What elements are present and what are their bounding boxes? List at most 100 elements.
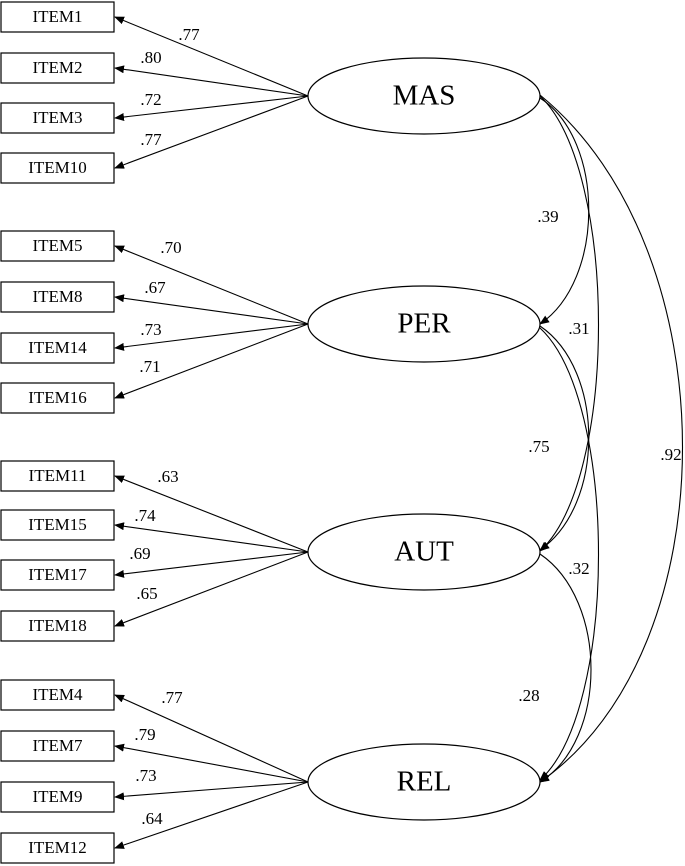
indicator-rect [0, 152, 115, 184]
loading-arrow-item7 [114, 743, 309, 783]
correlation-label-per-rel: .32 [568, 559, 589, 578]
loading-arrow-item3 [114, 95, 309, 121]
indicator-rect [0, 610, 115, 642]
indicator-box-item4: ITEM4 [0, 679, 115, 711]
loading-arrow-item16 [114, 323, 309, 399]
indicator-box-item8: ITEM8 [0, 281, 115, 313]
loading-label-item16: .71 [139, 357, 160, 376]
loading-arrow-item9 [114, 781, 309, 801]
loading-arrow-item12 [114, 781, 309, 849]
indicator-rect [0, 559, 115, 591]
indicator-box-item14: ITEM14 [0, 332, 115, 364]
factor-rel: REL [307, 743, 541, 821]
indicator-rect [0, 281, 115, 313]
correlation-arc-per-rel [530, 318, 599, 781]
indicator-rect [0, 332, 115, 364]
indicator-box-item2: ITEM2 [0, 52, 115, 84]
loading-label-item14: .73 [140, 320, 161, 339]
indicator-label: ITEM5 [32, 236, 82, 255]
factor-per: PER [307, 285, 541, 363]
indicator-label: ITEM10 [28, 158, 87, 177]
loading-arrow-item10 [114, 95, 309, 169]
factor-ellipse [307, 513, 541, 591]
correlation-arc-mas-rel [530, 86, 684, 783]
indicator-box-item9: ITEM9 [0, 781, 115, 813]
loading-label-item5: .70 [160, 238, 181, 257]
loading-label-item10: .77 [140, 130, 162, 149]
loading-arrow-item4 [114, 694, 309, 783]
indicator-rect [0, 1, 115, 33]
indicator-rect [0, 460, 115, 492]
indicator-label: ITEM12 [28, 838, 87, 857]
indicator-box-item16: ITEM16 [0, 382, 115, 414]
loading-arrow-item8 [114, 294, 309, 325]
indicator-label: ITEM4 [32, 685, 83, 704]
indicator-rect [0, 832, 115, 864]
indicator-box-item15: ITEM15 [0, 509, 115, 541]
loading-label-item4: .77 [161, 688, 183, 707]
loading-label-item8: .67 [144, 278, 166, 297]
factor-aut: AUT [307, 513, 541, 591]
factor-label: AUT [394, 536, 454, 568]
correlation-label-aut-rel: .28 [518, 686, 539, 705]
factor-label: PER [397, 308, 451, 340]
correlation-arc-per-aut [530, 317, 590, 551]
loading-arrow-item5 [114, 245, 309, 325]
loading-label-item17: .69 [129, 544, 150, 563]
indicator-box-item1: ITEM1 [0, 1, 115, 33]
factor-ellipse [307, 57, 541, 135]
indicator-rect [0, 382, 115, 414]
indicator-label: ITEM1 [32, 7, 82, 26]
correlation-arc-aut-rel [530, 545, 592, 783]
factor-label: MAS [393, 80, 456, 112]
loading-label-item1: .77 [178, 25, 200, 44]
indicator-label: ITEM7 [32, 736, 83, 755]
loading-arrow-item17 [114, 551, 309, 578]
indicator-label: ITEM17 [28, 565, 87, 584]
factor-ellipse [307, 285, 541, 363]
loading-arrow-item14 [114, 323, 309, 351]
indicator-rect [0, 679, 115, 711]
loading-label-item11: .63 [157, 467, 178, 486]
loading-label-item12: .64 [141, 809, 163, 828]
indicator-label: ITEM2 [32, 58, 82, 77]
indicator-label: ITEM8 [32, 287, 82, 306]
loading-label-item15: .74 [134, 506, 156, 525]
loading-layer: .77 .80 .72 .77 .70 .67 .73 .71 .63 .74 .69 .65 .77.… [114, 16, 309, 849]
correlation-label-mas-per: .39 [537, 207, 558, 226]
factor-label: REL [397, 766, 452, 798]
correlation-label-per-aut: .75 [528, 437, 549, 456]
loading-label-item2: .80 [140, 48, 161, 67]
correlation-label-mas-rel: .92 [660, 445, 681, 464]
loading-arrow-item15 [114, 522, 309, 553]
indicator-label: ITEM15 [28, 515, 87, 534]
factor-mas: MAS [307, 57, 541, 135]
loading-label-item3: .72 [140, 90, 161, 109]
indicator-box-item7: ITEM7 [0, 730, 115, 762]
indicator-rect [0, 230, 115, 262]
indicator-rect [0, 102, 115, 134]
indicator-label: ITEM18 [28, 616, 87, 635]
loading-arrow-item2 [114, 65, 309, 97]
indicator-box-item18: ITEM18 [0, 610, 115, 642]
indicator-box-item17: ITEM17 [0, 559, 115, 591]
factor-ellipse [307, 743, 541, 821]
correlation-layer: .39 .31 .92 .75 .32 .28 [518, 86, 684, 783]
loading-arrow-item18 [114, 551, 309, 627]
indicator-label: ITEM16 [28, 388, 87, 407]
indicator-label: ITEM11 [29, 466, 87, 485]
indicator-box-item12: ITEM12 [0, 832, 115, 864]
indicator-label: ITEM14 [28, 338, 87, 357]
loading-label-item7: .79 [134, 725, 155, 744]
correlation-label-mas-aut: .31 [568, 319, 589, 338]
indicator-rect [0, 730, 115, 762]
indicator-label: ITEM3 [32, 108, 82, 127]
loading-label-item18: .65 [136, 584, 157, 603]
loading-arrow-item11 [114, 475, 309, 553]
correlation-arc-mas-aut [530, 86, 599, 552]
indicator-box-item5: ITEM5 [0, 230, 115, 262]
indicator-rect [0, 52, 115, 84]
indicator-box-item3: ITEM3 [0, 102, 115, 134]
